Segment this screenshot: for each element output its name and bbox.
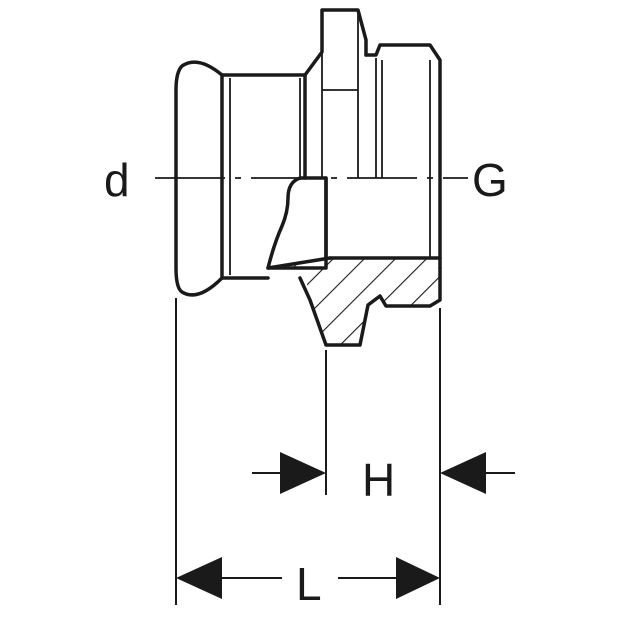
press-socket-body	[174, 60, 307, 297]
hatched-section	[266, 256, 442, 347]
arrow-left-icon	[176, 557, 222, 599]
label-h: H	[362, 454, 395, 506]
dimension-h	[252, 452, 515, 494]
extension-lines	[175, 298, 441, 605]
label-g: G	[472, 154, 508, 206]
arrow-left-icon	[440, 452, 486, 494]
dimension-l	[176, 557, 440, 599]
arrow-right-icon	[396, 557, 440, 599]
threaded-end	[328, 43, 442, 270]
label-d: d	[104, 154, 130, 206]
hexagon-nut	[303, 8, 368, 180]
label-l: L	[296, 558, 322, 610]
cutaway-break-line	[266, 176, 328, 270]
arrow-right-icon	[280, 452, 326, 494]
